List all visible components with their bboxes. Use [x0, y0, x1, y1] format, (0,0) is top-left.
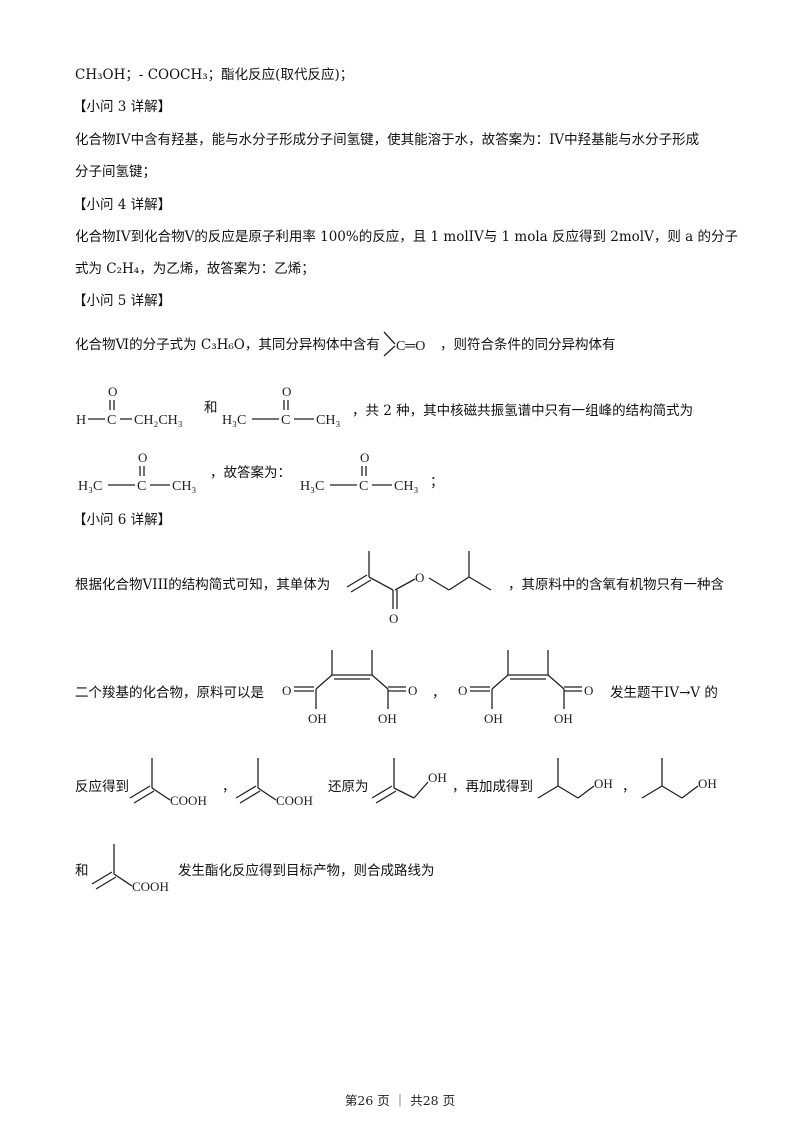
paragraph-6-text-k: 和: [75, 863, 89, 879]
methyl-right-label: CH₃: [172, 479, 196, 494]
hydroxyl-label: OH: [594, 776, 613, 791]
methacrylic-acid-structure-3: COOH: [91, 844, 169, 894]
ester-oxygen-label: O: [415, 570, 424, 585]
dimethylmaleic-acid-structure-1: O OH O OH: [282, 650, 417, 726]
carbonyl-group-structure: C═O: [383, 331, 425, 357]
paragraph-5-text-b: ，则符合条件的同分异构体有: [440, 337, 616, 353]
oxygen-left-label: O: [458, 683, 467, 698]
section-heading-4: 【小问 4 详解】: [73, 197, 172, 213]
paragraph-3-line-2: 分子间氢键；: [75, 164, 156, 180]
methyl-right-label: CH₃: [394, 479, 418, 494]
paragraph-4-line-1: 化合物IV到化合物V的反应是原子利用率 100%的反应，且 1 molIV与 1…: [75, 229, 738, 245]
acetone-structure-2: O H₃C C CH₃: [78, 450, 196, 494]
paragraph-6-text-f: 反应得到: [75, 779, 129, 795]
section-heading-5: 【小问 5 详解】: [73, 293, 172, 309]
methyl-left-label: H₃C: [222, 413, 246, 428]
oxygen-label: O: [282, 384, 291, 399]
answer-line-1: CH₃OH；- COOCH₃；酯化反应(取代反应)；: [75, 67, 354, 83]
paragraph-5-text-a: 化合物Ⅵ的分子式为 C₃H₆O，其同分异构体中含有: [75, 337, 380, 353]
hydroxyl-label: OH: [428, 770, 447, 785]
ethyl-label: CH₂CH₃: [134, 413, 183, 428]
oxygen-right-label: O: [584, 683, 593, 698]
paragraph-6-text-l: 发生酯化反应得到目标产物，则合成路线为: [178, 863, 435, 879]
carbon-label: C: [107, 413, 116, 428]
hydroxyl-right-label: OH: [554, 711, 573, 726]
paragraph-6-text-a: 根据化合物VIII的结构简式可知，其单体为: [75, 577, 331, 593]
section-heading-6: 【小问 6 详解】: [73, 512, 172, 528]
carbonyl-oxygen-label: O: [389, 611, 398, 626]
hydrogen-label: H: [76, 413, 86, 428]
paragraph-6-text-i: ，再加成得到: [452, 779, 533, 795]
oxygen-left-label: O: [282, 683, 291, 698]
paragraph-4-line-2: 式为 C₂H₄，为乙烯，故答案为：乙烯；: [75, 261, 315, 277]
methyl-right-label: CH₃: [316, 413, 340, 428]
oxygen-label: O: [360, 450, 369, 465]
carbon-label: C: [359, 479, 368, 494]
dimethylmaleic-acid-structure-2: O OH O OH: [458, 650, 593, 726]
hydroxyl-left-label: OH: [308, 711, 327, 726]
paragraph-5-text-f: ；: [430, 474, 444, 490]
paragraph-6-text-g: ，: [222, 779, 236, 795]
paragraph-5-text-c: 和: [204, 400, 218, 416]
paragraph-5-text-e: ，故答案为：: [210, 465, 291, 481]
acetone-structure-1: O H₃C C CH₃: [222, 384, 340, 428]
hydroxyl-left-label: OH: [484, 711, 503, 726]
oxygen-label: O: [138, 450, 147, 465]
paragraph-6-text-h: 还原为: [328, 779, 369, 795]
isobutanol-structure-1: OH: [537, 758, 613, 799]
oxygen-right-label: O: [408, 683, 417, 698]
paragraph-6-text-d: ，: [432, 685, 446, 701]
paragraph-6-text-c: 二个羧基的化合物，原料可以是: [75, 685, 264, 701]
page-footer: 第26 页 ｜ 共28 页: [344, 1093, 456, 1108]
paragraph-6-text-e: 发生题干IV→V 的: [610, 685, 718, 701]
carbon-label: C: [281, 413, 290, 428]
propanal-structure: O H C CH₂CH₃: [76, 384, 183, 428]
carbon-label: C: [137, 479, 146, 494]
carboxyl-label: COOH: [276, 793, 313, 808]
methacrylic-acid-structure-1: COOH: [129, 758, 207, 808]
methacrylic-acid-structure-2: COOH: [235, 758, 313, 808]
carboxyl-label: COOH: [170, 793, 207, 808]
carbonyl-label: C═O: [396, 339, 425, 354]
paragraph-6-text-b: ，其原料中的含氧有机物只有一种含: [508, 577, 724, 593]
section-heading-3: 【小问 3 详解】: [73, 99, 172, 115]
isobutanol-structure-2: OH: [641, 758, 717, 799]
acetone-structure-3: O H₃C C CH₃: [300, 450, 418, 494]
isobutyl-methacrylate-structure: O O: [346, 551, 492, 626]
methyl-left-label: H₃C: [300, 479, 324, 494]
hydroxyl-right-label: OH: [378, 711, 397, 726]
hydroxyl-label: OH: [698, 776, 717, 791]
oxygen-label: O: [108, 384, 117, 399]
paragraph-5-text-d: ，共 2 种，其中核磁共振氢谱中只有一组峰的结构简式为: [352, 403, 694, 419]
paragraph-6-text-j: ，: [622, 779, 636, 795]
paragraph-3-line-1: 化合物IV中含有羟基，能与水分子形成分子间氢键，使其能溶于水，故答案为：IV中羟…: [75, 132, 700, 148]
methallyl-alcohol-structure: OH: [371, 758, 447, 804]
methyl-left-label: H₃C: [78, 479, 102, 494]
carboxyl-label: COOH: [132, 879, 169, 894]
